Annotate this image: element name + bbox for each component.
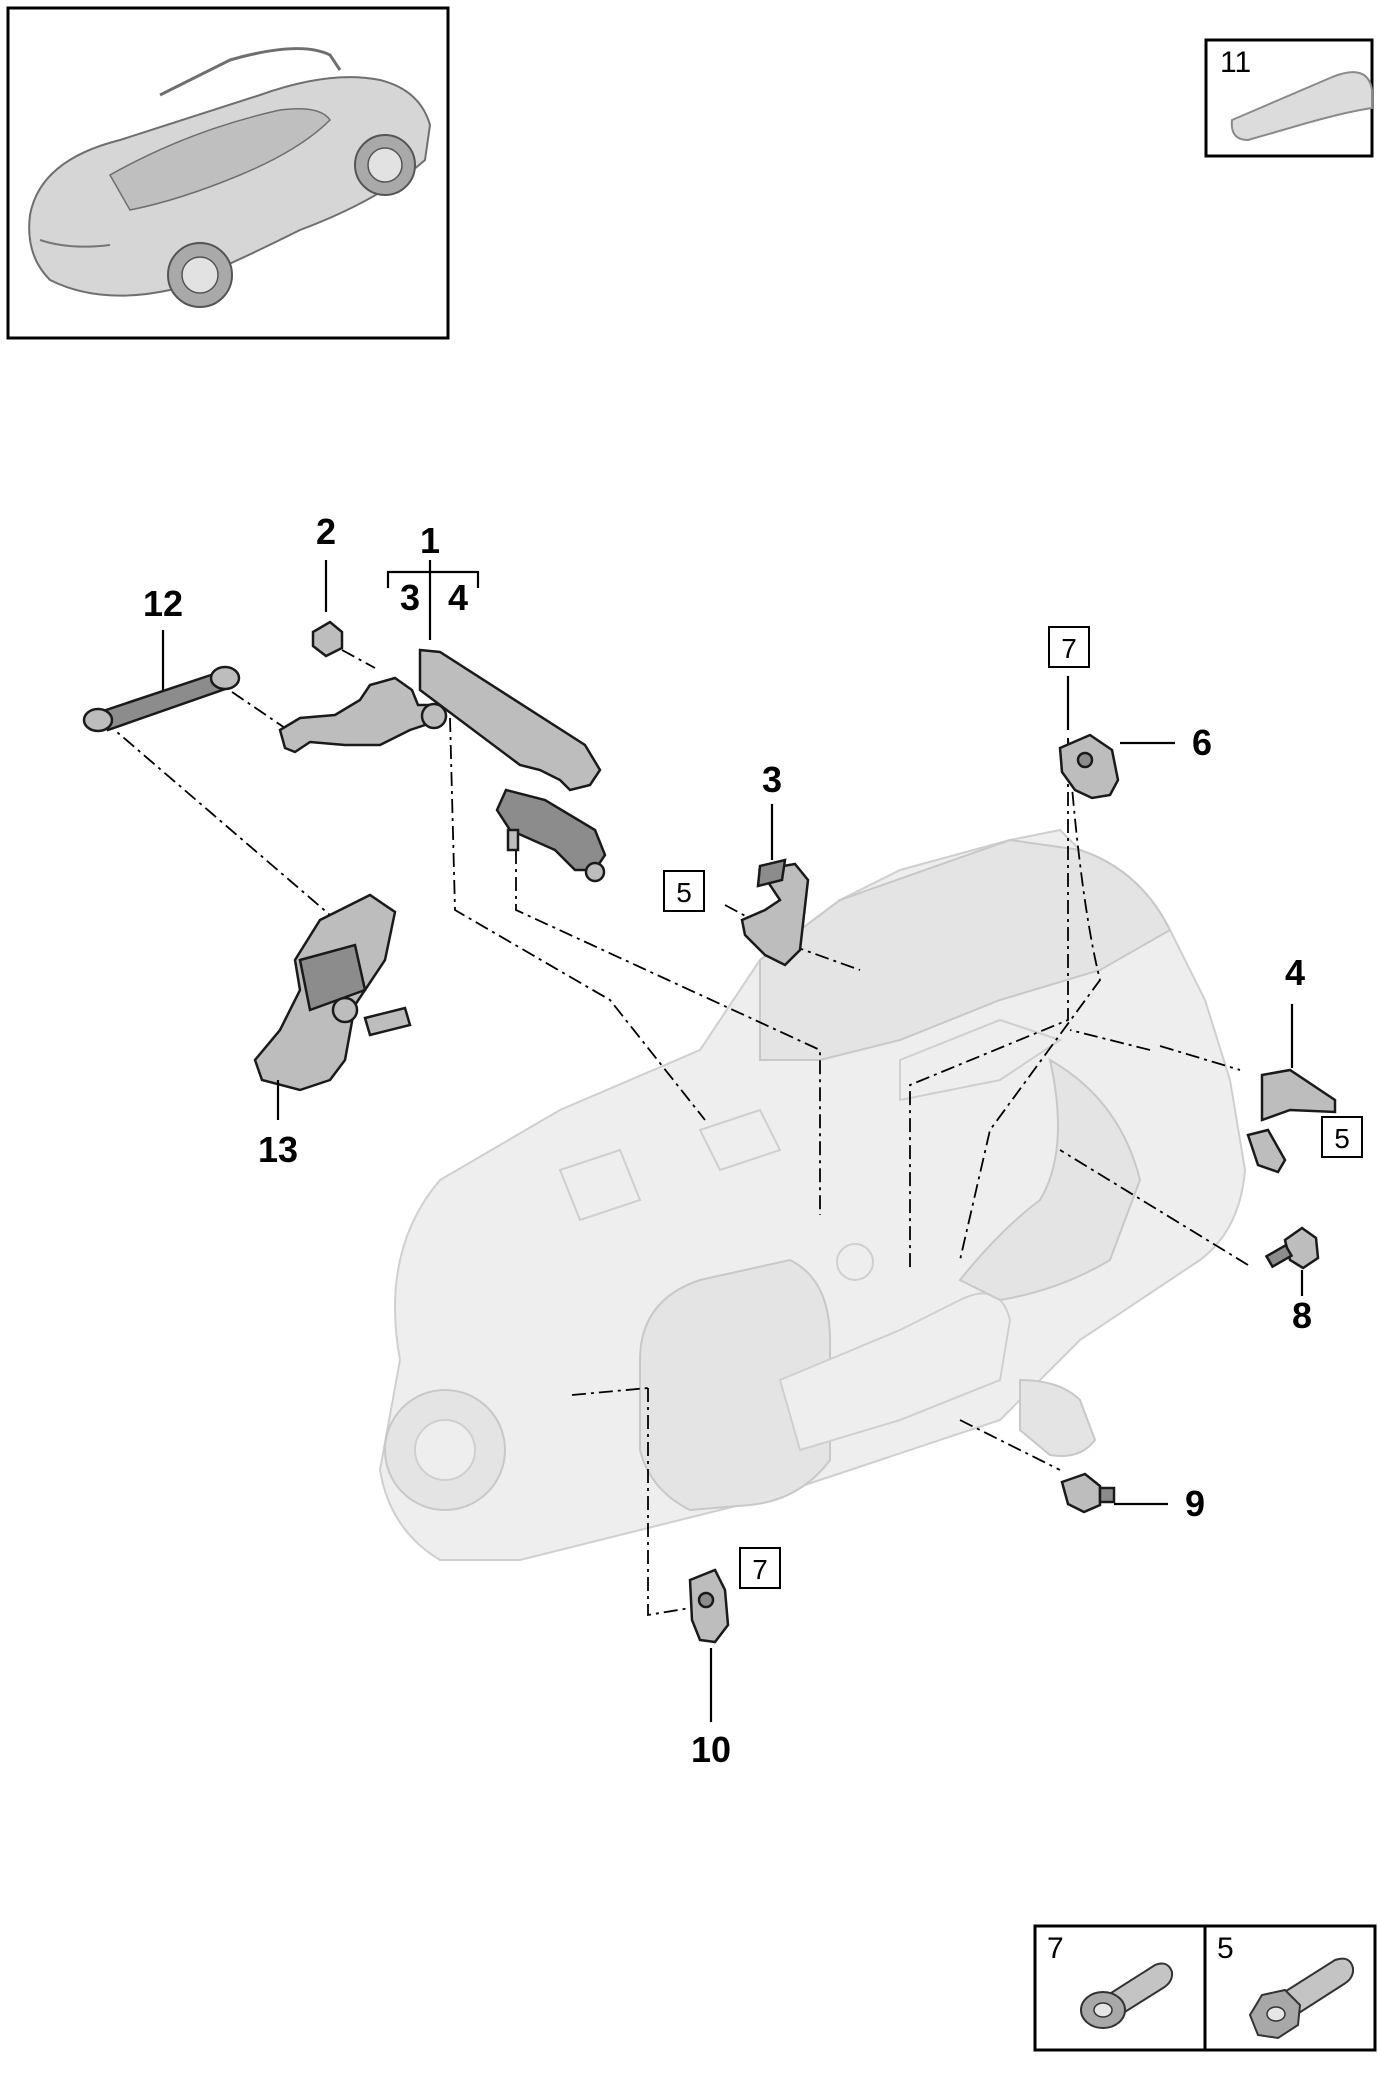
bolt-5-icon <box>1248 1957 1355 2040</box>
transmission-housing <box>378 828 1247 1561</box>
callout-12: 12 <box>143 583 183 624</box>
vehicle-overview-inset <box>6 6 450 340</box>
svg-text:5: 5 <box>676 877 692 908</box>
part-6-sensor <box>1058 733 1120 800</box>
boxed-ref-7-bottom: 7 <box>739 1547 781 1589</box>
part-1-level-sensor-lever <box>278 648 607 883</box>
grease-tube-inset: 11 <box>1204 38 1374 158</box>
part-3-bracket <box>740 858 810 967</box>
roadster-car-illustration <box>28 47 432 308</box>
boxed-ref-7-top: 7 <box>1048 626 1090 668</box>
boxed-references: 7 5 5 7 <box>663 626 1363 1589</box>
callout-numbers: 1 2 3 4 12 3 6 4 8 9 10 13 <box>143 511 1312 1770</box>
boxed-ref-5-right: 5 <box>1321 1116 1363 1158</box>
bolt-7-icon <box>1080 1962 1174 2029</box>
svg-text:7: 7 <box>752 1554 768 1585</box>
grease-tube-icon <box>1230 71 1373 142</box>
bolt-7-label: 7 <box>1047 1932 1064 1965</box>
callout-9: 9 <box>1185 1483 1205 1524</box>
callout-2: 2 <box>316 511 336 552</box>
callout-13: 13 <box>258 1129 298 1170</box>
bolt-5-label: 5 <box>1217 1932 1234 1965</box>
assembly-lines <box>102 649 1249 1617</box>
svg-text:5: 5 <box>1334 1123 1350 1154</box>
bolt-legend: 7 5 <box>1033 1924 1377 2052</box>
part-8-temperature-sender <box>1264 1226 1320 1270</box>
boxed-ref-5-left: 5 <box>663 870 705 912</box>
part-2-nut <box>311 620 344 658</box>
callout-1: 1 <box>420 520 440 561</box>
callout-3: 3 <box>762 759 782 800</box>
callout-6: 6 <box>1192 722 1212 763</box>
part-12-connecting-link <box>82 665 241 733</box>
part-13-bracket <box>253 893 412 1092</box>
part-10-sensor <box>688 1568 730 1644</box>
leader-lines <box>161 560 1304 1722</box>
callout-8: 8 <box>1292 1295 1312 1336</box>
callout-4: 4 <box>1285 952 1305 993</box>
grease-item-number: 11 <box>1220 46 1251 79</box>
callout-3-bracket: 3 <box>400 577 420 618</box>
part-4-bracket <box>1246 1068 1337 1174</box>
part-9-sender <box>1060 1472 1116 1514</box>
callout-4-bracket: 4 <box>448 577 468 618</box>
svg-text:7: 7 <box>1061 633 1077 664</box>
callout-10: 10 <box>691 1729 731 1770</box>
